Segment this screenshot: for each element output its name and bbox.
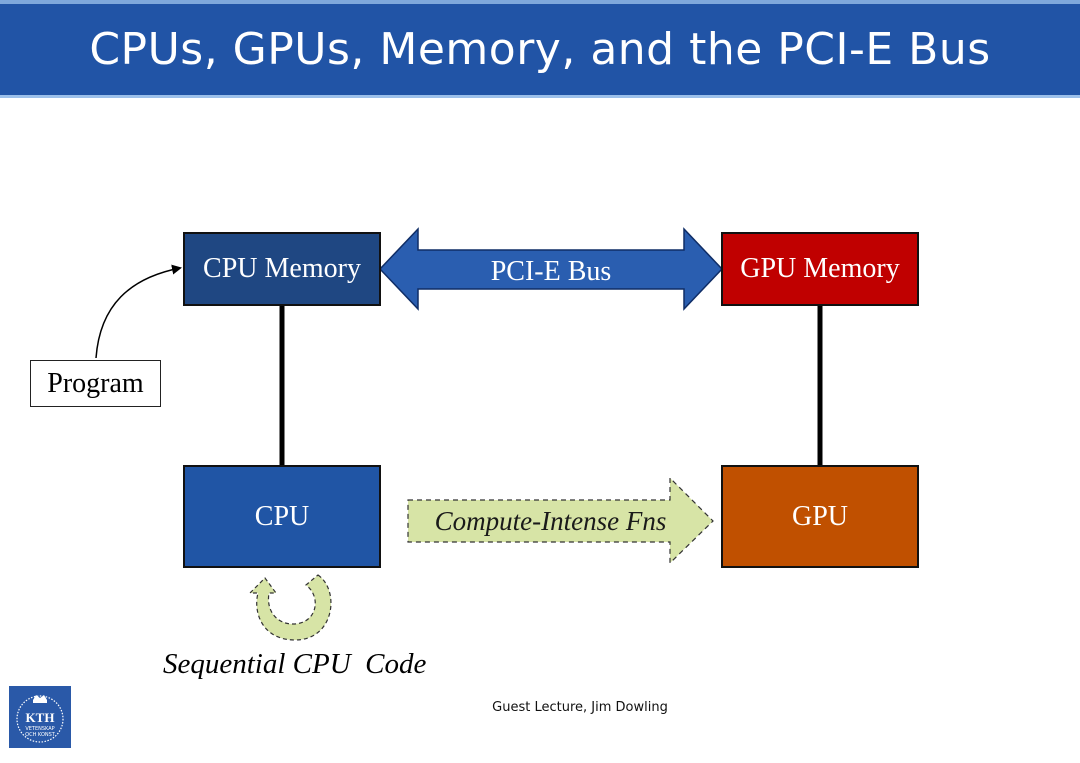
logo-line2: OCH KONST <box>25 732 55 738</box>
logo-line1: VETENSKAP <box>25 726 55 732</box>
sequential-code-label: Sequential CPU Code <box>163 648 427 680</box>
cpu-box: CPU <box>183 465 381 568</box>
program-box: Program <box>30 360 161 407</box>
sequential-loop-arrow <box>248 574 332 641</box>
cpu-memory-box: CPU Memory <box>183 232 381 306</box>
pcie-bus-label: PCI-E Bus <box>490 256 612 287</box>
title-bar <box>0 0 1080 98</box>
program-to-memory-arrow <box>95 264 182 359</box>
compute-intense-arrow <box>407 476 714 565</box>
footer-text: Guest Lecture, Jim Dowling <box>492 700 668 715</box>
kth-seal-icon <box>16 695 64 743</box>
slide-title: CPUs, GPUs, Memory, and the PCI-E Bus <box>89 23 991 75</box>
gpu-memory-box: GPU Memory <box>721 232 919 306</box>
kth-logo: KTH VETENSKAP OCH KONST <box>9 686 71 748</box>
gpu-box: GPU <box>721 465 919 568</box>
compute-intense-label: Compute-Intense Fns <box>434 505 667 536</box>
logo-name: KTH <box>25 710 55 725</box>
